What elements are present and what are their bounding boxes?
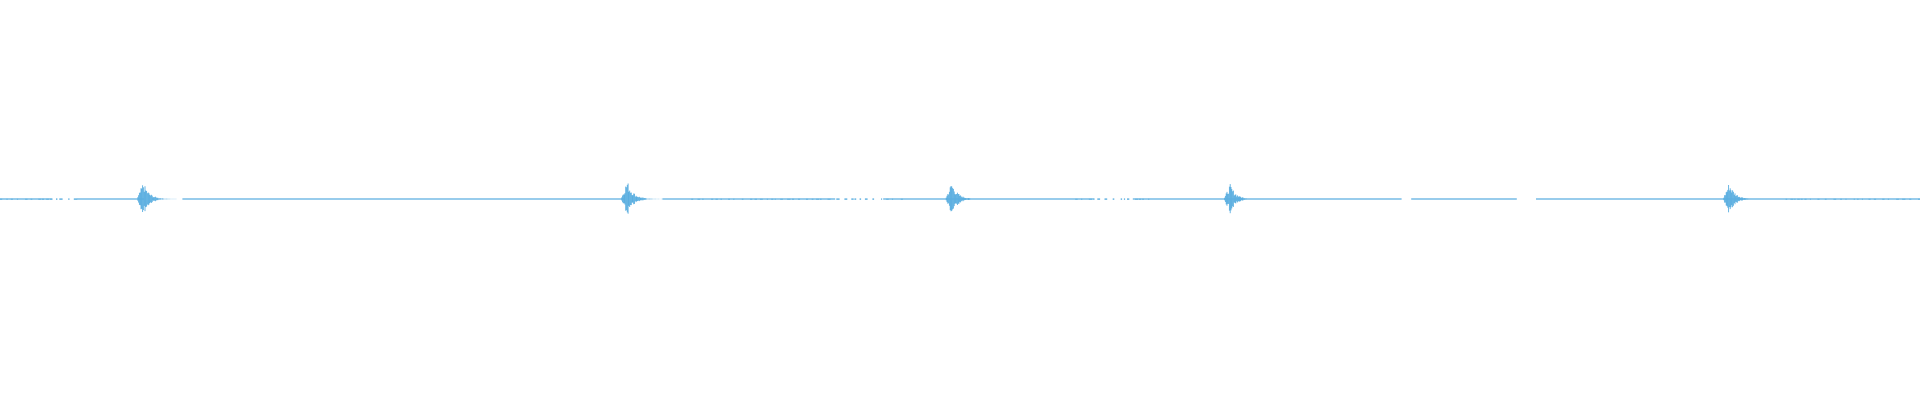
waveform-noise-dot (844, 198, 848, 200)
waveform-noise-dot (1104, 198, 1108, 200)
waveform-transient (945, 186, 985, 212)
waveform-noise-dot (819, 198, 822, 200)
waveform-transient (137, 185, 177, 212)
waveform-noise-dot (1127, 198, 1130, 200)
waveform-noise-dot (1845, 198, 1847, 200)
waveform-noise-dot (1804, 198, 1807, 200)
waveform-noise-dot (1817, 198, 1820, 200)
waveform-noise-dot (1861, 198, 1863, 200)
waveform-noise-dot (59, 198, 63, 200)
waveform-noise-dot (1088, 198, 1092, 200)
waveform-noise-dot (46, 198, 49, 200)
waveform-noise-dot (900, 198, 903, 200)
waveform-noise-dot (720, 198, 722, 200)
waveform-noise-dot (697, 198, 701, 200)
waveform-noise-dot (881, 198, 883, 200)
waveform-noise-dot (1112, 198, 1115, 200)
waveform-noise-dot (1882, 198, 1885, 200)
waveform-noise-dot (792, 198, 795, 200)
waveform-noise-dot (30, 198, 33, 200)
waveform-noise-dot (711, 198, 714, 200)
waveform-noise-dot (728, 198, 730, 200)
waveform-noise-dot (1896, 198, 1899, 200)
waveform-noise-dot (1093, 198, 1095, 200)
waveform-noise-dot (691, 198, 694, 200)
waveform-noise-dot (41, 198, 44, 200)
waveform-noise-dot (1123, 198, 1126, 200)
waveform-noise-dot (6, 198, 8, 200)
waveform-noise-dot (754, 198, 757, 200)
waveform-noise-dot (1873, 198, 1877, 200)
waveform-transient (1723, 185, 1763, 213)
waveform-noise-dot (1790, 198, 1794, 200)
waveform-noise-dot (10, 198, 13, 200)
waveform-noise-dot (741, 198, 744, 200)
waveform-noise-dot (1909, 198, 1912, 200)
waveform-noise-dot (702, 198, 704, 200)
waveform-noise-dot (766, 198, 769, 200)
waveform-noise-dot (1135, 198, 1139, 200)
waveform-noise-dot (836, 198, 840, 200)
waveform-noise-dot (1809, 198, 1811, 200)
waveform-noise-dot (56, 198, 58, 200)
waveform-noise-dot (50, 198, 53, 200)
waveform-noise-dot (1918, 198, 1920, 200)
waveform-noise-dot (1138, 198, 1142, 200)
waveform-noise-dot (759, 198, 763, 200)
waveform-noise-dot (1868, 198, 1871, 200)
waveform-noise-dot (780, 198, 783, 200)
waveform-noise-dot (806, 198, 809, 200)
waveform-noise-dot (1148, 198, 1150, 200)
waveform-noise-dot (1902, 198, 1906, 200)
waveform-noise-dot (891, 198, 894, 200)
waveform-noise-dot (872, 198, 875, 200)
waveform-noise-dot (1887, 198, 1890, 200)
waveform-noise-dot (1120, 198, 1123, 200)
waveform-transient (1224, 184, 1264, 214)
waveform-noise-dot (1857, 198, 1859, 200)
waveform-noise-dot (1081, 198, 1083, 200)
waveform-noise-dot (1853, 198, 1855, 200)
waveform-transient (621, 183, 663, 214)
waveform-noise-dot (771, 198, 774, 200)
waveform-noise-dot (811, 198, 814, 200)
waveform-noise-dot (750, 198, 753, 200)
waveform-noise-dot (38, 198, 41, 200)
waveform-noise-dot (859, 198, 862, 200)
waveform-noise-dot (733, 198, 735, 200)
waveform-noise-dot (1075, 198, 1078, 200)
waveform-noise-dot (1833, 198, 1837, 200)
waveform-noise-dot (827, 198, 831, 200)
waveform-noise-dot (816, 198, 819, 200)
waveform-noise-dot (1785, 198, 1788, 200)
waveform-noise-dot (1142, 198, 1144, 200)
waveform-noise-dot (1097, 198, 1101, 200)
waveform-noise-dot (73, 198, 78, 200)
waveform-noise-dot (1800, 198, 1803, 200)
waveform-noise-dot (798, 198, 801, 200)
waveform-noise-dot (774, 198, 776, 200)
waveform-noise-dot (1840, 198, 1842, 200)
waveform-noise-dot (1797, 198, 1800, 200)
waveform-noise-dot (16, 198, 19, 200)
waveform-noise-dot (1794, 198, 1796, 200)
waveform-noise-dot (886, 198, 889, 200)
waveform-noise-dot (1824, 198, 1827, 200)
waveform-noise-dot (68, 198, 70, 200)
waveform-noise-dot (715, 198, 718, 200)
waveform-noise-dot (854, 198, 857, 200)
waveform-noise-dot (25, 198, 28, 200)
waveform-noise-dot (0, 198, 3, 200)
waveform-noise-dot (851, 198, 854, 200)
waveform-noise-dot (787, 198, 791, 200)
waveform-noise-dot (864, 198, 868, 200)
